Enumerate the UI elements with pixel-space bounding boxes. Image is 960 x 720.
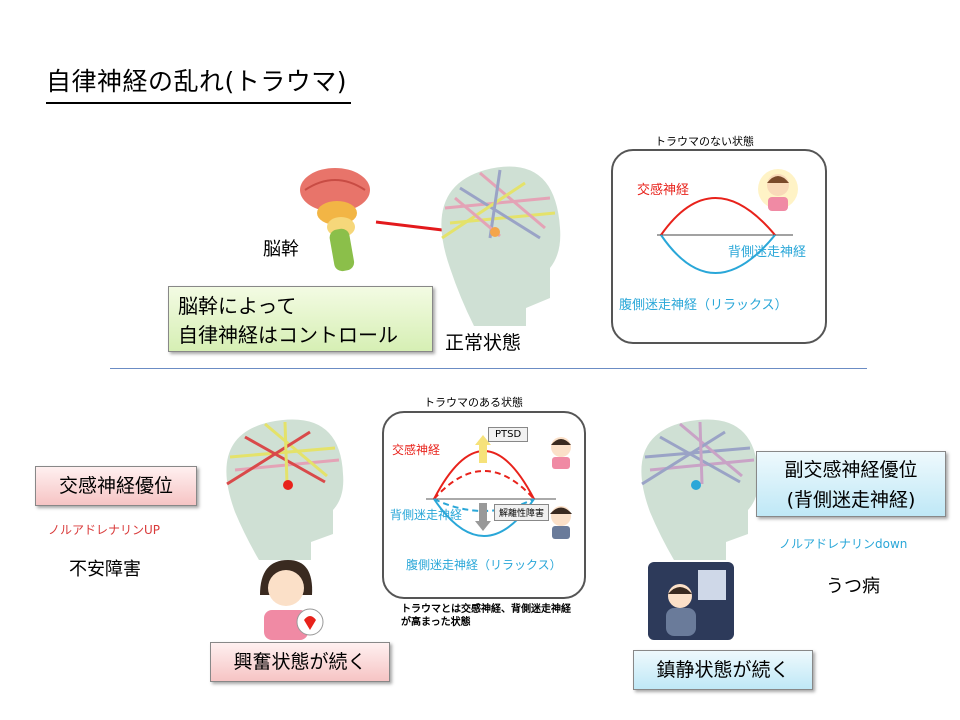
control-line-2: 自律神経はコントロール (178, 323, 398, 347)
title-underline (46, 102, 352, 104)
no-trauma-curves (657, 197, 793, 274)
trauma-caption: トラウマとは交感神経、背側迷走神経 が高まった状態 (401, 603, 571, 629)
sad-girl-icon (550, 506, 572, 539)
sympathetic-dominance-box: 交感神経優位 (35, 466, 197, 506)
brainstem-label: 脳幹 (263, 239, 299, 260)
section-divider (110, 368, 867, 369)
anxiety-disorder-label: 不安障害 (69, 559, 141, 580)
head-normal (441, 166, 561, 326)
no-trauma-panel-title: トラウマのない状態 (655, 135, 754, 148)
parasympathetic-line-1: 副交感神経優位 (784, 459, 918, 481)
parasympathetic-line-2: (背側迷走神経) (786, 489, 916, 511)
head-sympathetic (226, 419, 344, 560)
calm-state-box: 鎮静状態が続く (633, 650, 813, 690)
panel-dorsal-vagal-label: 背側迷走神経 (728, 245, 807, 260)
brainstem-control-box: 脳幹によって 自律神経はコントロール (168, 286, 433, 352)
happy-girl-icon (758, 169, 798, 211)
anxious-woman-icon (260, 560, 324, 640)
worried-girl-icon (551, 437, 571, 469)
trauma-curves (426, 435, 556, 537)
parasympathetic-dominance-box: 副交感神経優位 (背側迷走神経) (756, 451, 946, 517)
noradrenaline-up-label: ノルアドレナリンUP (48, 523, 161, 537)
noradrenaline-down-label: ノルアドレナリンdown (779, 537, 908, 551)
excited-state-box: 興奮状態が続く (210, 642, 390, 682)
no-trauma-panel: 交感神経 背側迷走神経 腹側迷走神経（リラックス） (611, 149, 827, 344)
trauma-sympathetic-label: 交感神経 (392, 443, 441, 457)
ptsd-tag: PTSD (488, 427, 529, 442)
depression-label: うつ病 (826, 576, 880, 597)
page-title: 自律神経の乱れ(トラウマ) (46, 62, 352, 104)
control-line-1: 脳幹によって (178, 294, 297, 318)
trauma-panel: 交感神経 PTSD 背側迷走神経 解離性障害 腹側迷走神経（リラックス） (382, 411, 586, 599)
trauma-ventral-vagal-label: 腹側迷走神経（リラックス） (406, 558, 562, 572)
head-parasympathetic (641, 419, 759, 560)
dissociation-tag: 解離性障害 (494, 504, 550, 521)
depressed-person-icon (648, 562, 734, 640)
trauma-panel-title: トラウマのある状態 (424, 396, 523, 409)
brainstem-illustration (300, 168, 370, 272)
panel-ventral-vagal-label: 腹側迷走神経（リラックス） (619, 298, 788, 313)
normal-state-label: 正常状態 (445, 332, 522, 354)
trauma-caption-line-2: が高まった状態 (401, 617, 471, 628)
trauma-dorsal-vagal-label: 背側迷走神経 (390, 508, 463, 522)
trauma-caption-line-1: トラウマとは交感神経、背側迷走神経 (401, 604, 571, 615)
panel-sympathetic-label: 交感神経 (637, 183, 690, 198)
